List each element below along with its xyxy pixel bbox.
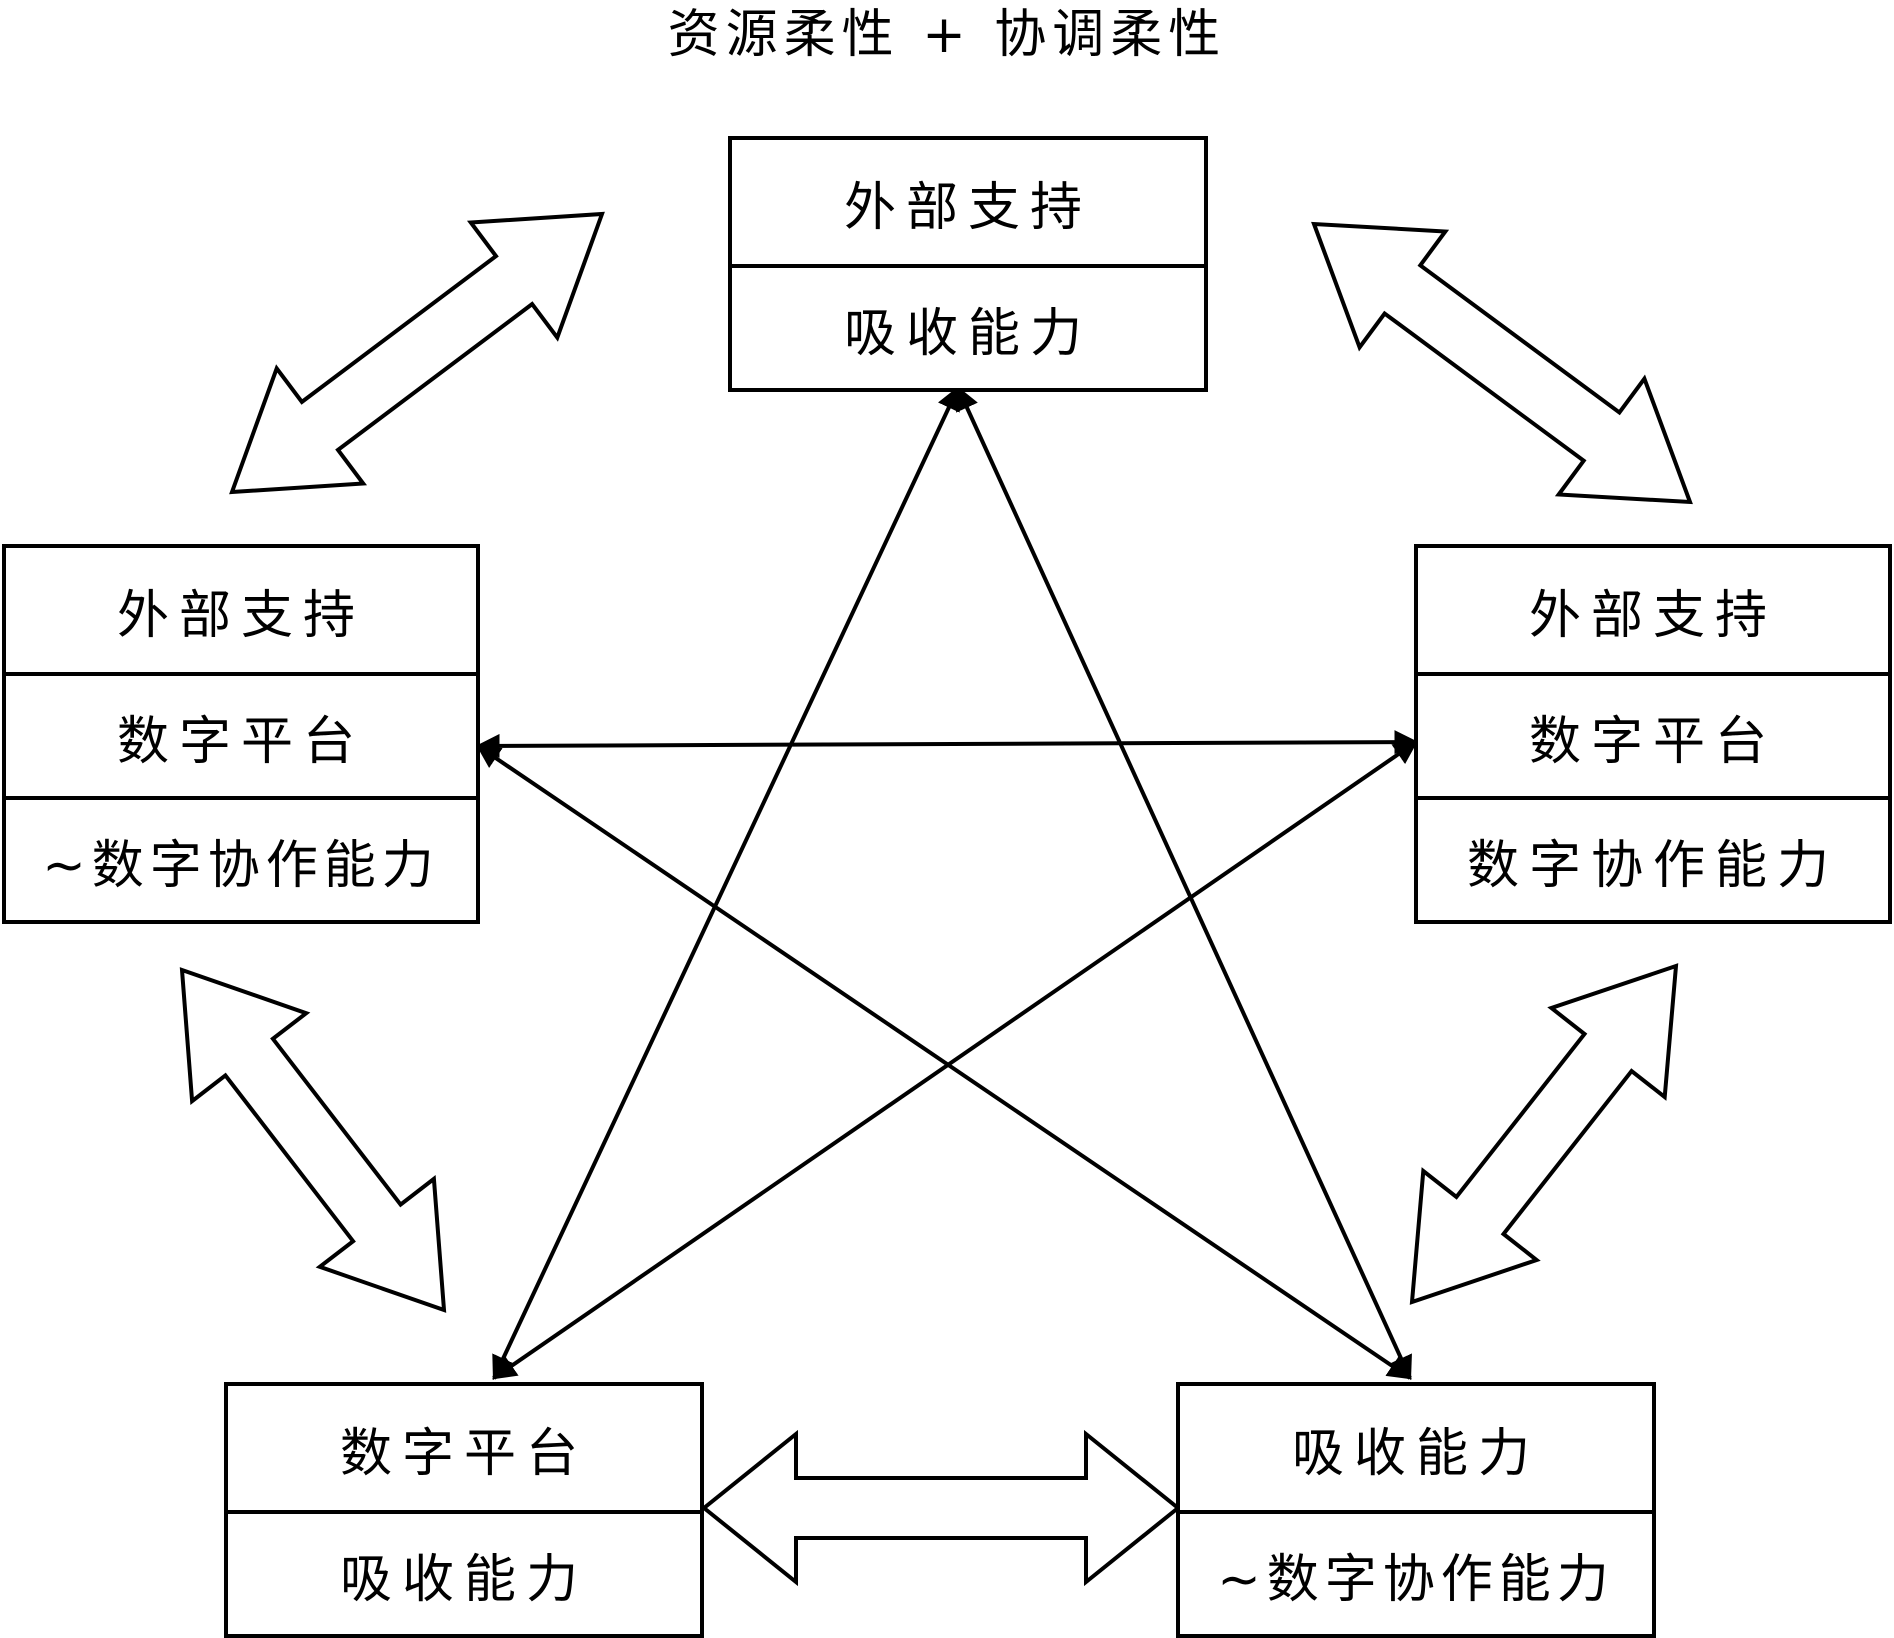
box-right-row-2: 数字平台 xyxy=(1418,672,1888,796)
box-left-row-3: ~数字协作能力 xyxy=(6,796,476,920)
box-top-row-2: 吸收能力 xyxy=(732,264,1204,388)
diagram-title: 资源柔性 + 协调柔性 xyxy=(667,5,1227,65)
link-left-to-right xyxy=(475,730,1419,758)
box-left: 外部支持 数字平台 ~数字协作能力 xyxy=(2,544,480,924)
hollow-arrow-bottom-left xyxy=(179,967,447,1313)
box-right-row-1: 外部支持 xyxy=(1528,585,1777,646)
box-right-row-3: 数字协作能力 xyxy=(1418,796,1888,920)
link-right-to-bottom-left xyxy=(492,740,1418,1380)
box-bottom-right: 吸收能力 ~数字协作能力 xyxy=(1176,1382,1656,1638)
box-top: 外部支持 吸收能力 xyxy=(728,136,1208,392)
box-right: 外部支持 数字平台 数字协作能力 xyxy=(1414,544,1892,924)
box-left-row-2: 数字平台 xyxy=(6,672,476,796)
box-bottom-right-row-1: 吸收能力 xyxy=(1291,1423,1540,1484)
box-top-row-1: 外部支持 xyxy=(843,177,1092,238)
link-top-to-bottom-right xyxy=(956,385,1412,1381)
link-top-to-bottom-left xyxy=(492,385,960,1381)
hollow-arrow-bottom-right xyxy=(1409,963,1679,1305)
box-bottom-right-row-2: ~数字协作能力 xyxy=(1180,1510,1652,1634)
box-bottom-left-row-1: 数字平台 xyxy=(339,1423,588,1484)
box-left-row-1: 外部支持 xyxy=(116,585,365,646)
box-bottom-left-row-2: 吸收能力 xyxy=(228,1510,700,1634)
hollow-arrow-bottom xyxy=(700,1429,1182,1587)
hollow-arrow-top-right xyxy=(1311,221,1693,505)
box-bottom-left: 数字平台 吸收能力 xyxy=(224,1382,704,1638)
hollow-arrow-top-left xyxy=(229,211,605,495)
